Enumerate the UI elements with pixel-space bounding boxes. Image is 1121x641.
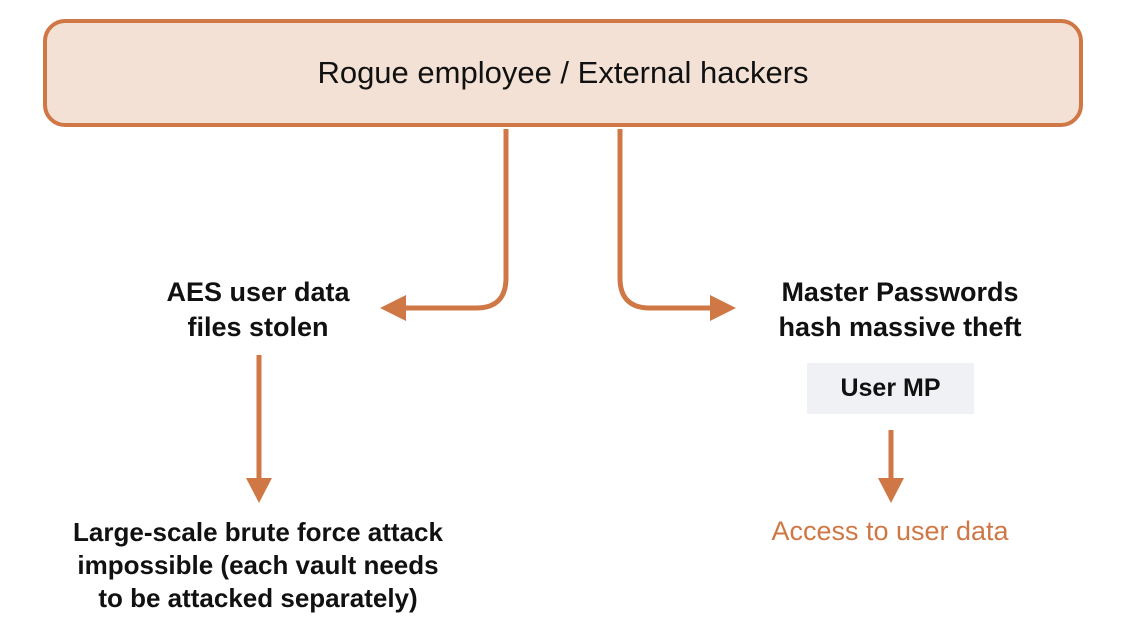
arrowhead-to-aes (380, 295, 406, 321)
aes-label-line2: files stolen (187, 312, 329, 342)
connector-to-aes (398, 129, 509, 311)
user-mp-box: User MP (807, 363, 974, 414)
connector-to-mp (617, 129, 718, 311)
user-mp-label: User MP (840, 374, 941, 402)
brute-force-result-label: Large-scale brute force attack impossibl… (38, 516, 478, 615)
brute-line2: impossible (each vault needs (77, 550, 439, 580)
mp-label-line2: hash massive theft (778, 312, 1022, 342)
threat-source-label: Rogue employee / External hackers (317, 55, 809, 90)
arrowhead-to-mp (710, 295, 736, 321)
brute-line1: Large-scale brute force attack (73, 517, 443, 547)
master-password-theft-label: Master Passwords hash massive theft (735, 275, 1065, 345)
access-user-data-label: Access to user data (740, 514, 1040, 549)
arrowhead-to-access (878, 478, 904, 503)
arrowhead-to-brute (246, 478, 272, 503)
aes-data-stolen-label: AES user data files stolen (108, 275, 408, 345)
threat-source-box: Rogue employee / External hackers (43, 19, 1083, 127)
mp-label-line1: Master Passwords (781, 277, 1019, 307)
brute-line3: to be attacked separately) (98, 583, 418, 613)
access-label-text: Access to user data (771, 516, 1009, 546)
aes-label-line1: AES user data (166, 277, 350, 307)
